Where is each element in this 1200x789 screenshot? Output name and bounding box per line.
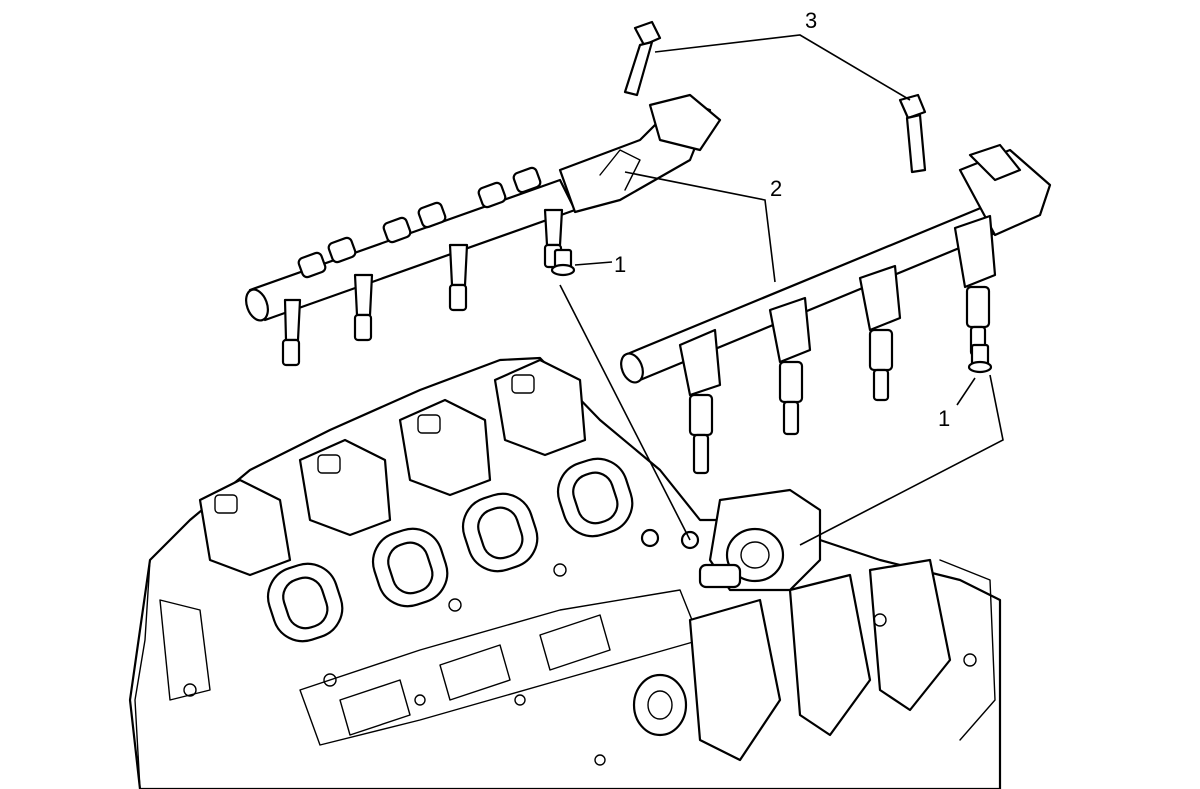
pulley — [632, 673, 688, 737]
fuel-pump-body — [698, 488, 822, 592]
seal-lower — [967, 343, 993, 374]
fuel-rail-right — [620, 143, 1052, 475]
injectors-left — [281, 166, 564, 367]
callout-seal-lower: 1 — [938, 406, 950, 431]
coil-bosses — [198, 358, 587, 577]
callout-bolt: 3 — [805, 8, 817, 33]
bolt-right — [898, 93, 927, 174]
callout-fuel-rail: 2 — [770, 176, 782, 201]
fuel-rail-left — [245, 93, 722, 367]
intake-ports — [266, 457, 634, 643]
engine-block — [128, 356, 1002, 789]
seal-upper — [550, 248, 576, 277]
leader-lines — [559, 34, 1004, 546]
bolt-upper — [623, 20, 662, 97]
injectors-right — [678, 214, 997, 475]
right-bank — [688, 558, 996, 762]
callout-seal-upper: 1 — [614, 252, 626, 277]
